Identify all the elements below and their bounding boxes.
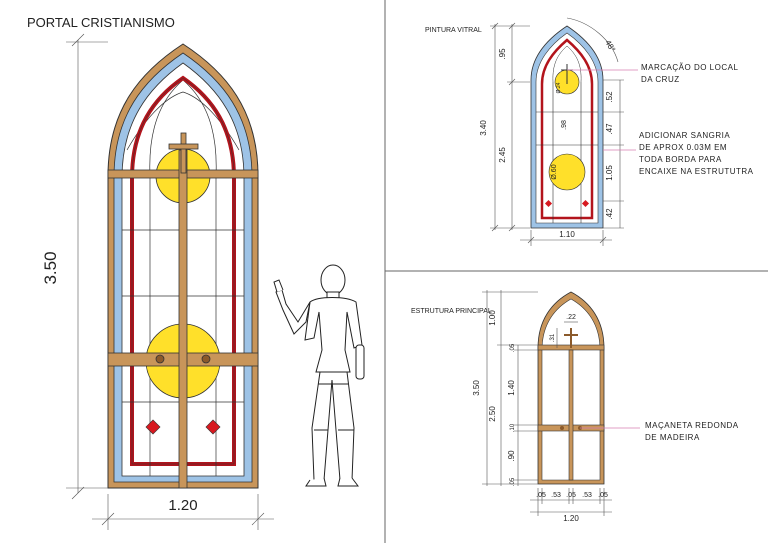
stained-glass-right-dims	[603, 79, 624, 229]
center-mullion	[178, 149, 188, 489]
structure-drawing	[537, 291, 605, 485]
note-handle-line2: DE MADEIRA	[645, 433, 700, 442]
sg-lower-height: 2.45	[498, 147, 507, 163]
stained-glass-title: PINTURA VITRAL	[425, 27, 482, 34]
sg-r3: 1.05	[605, 165, 614, 181]
note-bleed-line3: TODA BORDA PARA	[639, 155, 722, 164]
sg-r4: .42	[605, 208, 614, 220]
st-bottom-dim-4: .05	[598, 492, 608, 499]
st-width: 1.20	[563, 514, 579, 523]
note-bleed-line2: DE APROX 0.03M EM	[639, 143, 727, 152]
main-height-label: 3.50	[41, 251, 60, 284]
note-cross-line2: DA CRUZ	[641, 75, 680, 84]
st-cross-w: .22	[566, 314, 576, 321]
sg-r1: .52	[605, 91, 614, 103]
angle-arc	[566, 17, 619, 63]
st-seg-140: 1.40	[507, 380, 516, 396]
st-bottom-dim-3: .53	[582, 492, 592, 499]
sg-top-height: .95	[498, 48, 507, 60]
cross-icon	[180, 132, 187, 174]
sg-r2: .47	[605, 123, 614, 135]
red-diamond-left	[145, 419, 161, 435]
structure-bottom-dims	[530, 488, 612, 516]
st-total-height: 3.50	[472, 380, 481, 396]
sg-small-circle-label: Ø.24	[556, 82, 562, 93]
st-top-height: 1.00	[488, 310, 497, 326]
main-width-label: 1.20	[168, 497, 197, 514]
structure-title: ESTRUTURA PRINCIPAL	[411, 308, 492, 315]
st-bottom-dim-2: .05	[566, 492, 576, 499]
stained-glass-width-dim	[520, 230, 612, 246]
angle-label: 48°	[603, 39, 617, 54]
sg-large-circle-label: Ø.60	[551, 164, 558, 179]
st-seg-10: .10	[510, 423, 516, 432]
st-seg-05b: .05	[510, 477, 516, 486]
structure-left-dims	[482, 290, 538, 486]
sg-width: 1.10	[559, 230, 575, 239]
stained-glass-left-dims	[490, 22, 530, 232]
st-cross-h: .31	[550, 333, 556, 342]
knob-left	[155, 354, 165, 364]
stained-glass-drawing	[530, 25, 604, 229]
sg-cross-dim: .98	[561, 120, 568, 130]
page-title: PORTAL CRISTIANISMO	[27, 15, 175, 30]
st-seg-05a: .05	[510, 343, 516, 352]
st-bottom-dim-0: .05	[536, 492, 546, 499]
note-bleed-line4: ENCAIXE NA ESTRUTUTRA	[639, 167, 754, 176]
main-width-dimension	[92, 494, 274, 530]
main-height-dimension	[66, 33, 108, 500]
sg-total-height: 3.40	[479, 120, 488, 136]
main-portal	[107, 43, 259, 489]
st-lower-height: 2.50	[488, 406, 497, 422]
note-bleed-line1: ADICIONAR SANGRIA	[639, 131, 730, 140]
note-handle-line1: MAÇANETA REDONDA	[645, 421, 739, 430]
st-seg-90: .90	[507, 450, 516, 462]
note-cross-line1: MARCAÇÃO DO LOCAL	[641, 63, 738, 72]
human-figure	[273, 264, 365, 487]
knob-right	[201, 354, 211, 364]
red-diamond-right	[205, 419, 221, 435]
st-bottom-dim-1: .53	[551, 492, 561, 499]
